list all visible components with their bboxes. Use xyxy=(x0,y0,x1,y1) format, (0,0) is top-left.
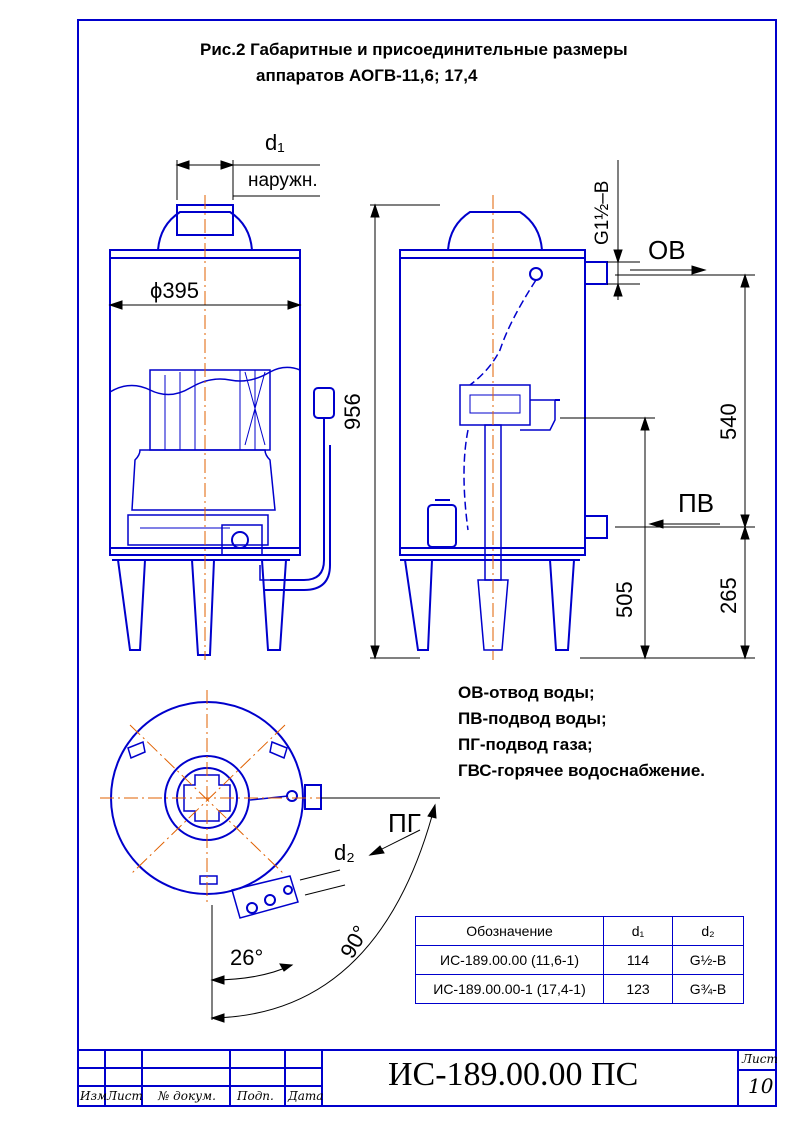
table-row: ИС-189.00.00-1 (17,4-1) 123 G¾-B xyxy=(415,974,744,1004)
table-cell: ИС-189.00.00 (11,6-1) xyxy=(415,945,604,975)
sheet-frame xyxy=(77,19,777,1107)
table-cell: ИС-189.00.00-1 (17,4-1) xyxy=(415,974,604,1004)
thread-top-label: G1½–B xyxy=(592,180,613,245)
dim-540-label: 540 xyxy=(716,403,741,440)
table-header-cell: Обозначение xyxy=(415,916,604,946)
table-header-row: Обозначение d₁ d₂ xyxy=(415,916,744,946)
stamp-col-label: Изм xyxy=(80,1089,107,1103)
drawing-title-line2: аппаратов АОГВ-11,6; 17,4 xyxy=(256,66,478,85)
angle-26-label: 26° xyxy=(230,945,264,970)
side-view xyxy=(399,211,608,651)
pg-label: ПГ xyxy=(388,808,421,838)
stamp-col-label: Дата xyxy=(288,1089,324,1103)
top-dimensions xyxy=(210,797,440,1023)
table-row: ИС-189.00.00 (11,6-1) 114 G½-B xyxy=(415,945,744,975)
stamp-col-label: Подп. xyxy=(237,1089,274,1103)
d2-label: d₂ xyxy=(334,840,355,865)
sheet-label: Лист xyxy=(742,1052,778,1066)
table-cell: 123 xyxy=(603,974,673,1004)
legend-item: ГВС-горячее водоснабжение. xyxy=(458,761,705,780)
sheet-number: 10 xyxy=(748,1074,774,1098)
legend-item: ПГ-подвод газа; xyxy=(458,735,593,754)
table-header-cell: d₂ xyxy=(672,916,744,946)
legend-item: ОВ-отвод воды; xyxy=(458,683,595,702)
document-number: ИС-189.00.00 ПС xyxy=(388,1056,639,1093)
top-view xyxy=(110,701,322,919)
drawing-title-line1: Рис.2 Габаритные и присоединительные раз… xyxy=(200,40,628,59)
stamp-col-label: Лист xyxy=(107,1089,143,1103)
dim-265-label: 265 xyxy=(716,577,741,614)
ov-label: ОВ xyxy=(648,235,686,265)
dimensions-table: Обозначение d₁ d₂ ИС-189.00.00 (11,6-1) … xyxy=(415,916,744,1004)
table-cell: G½-B xyxy=(672,945,744,975)
d1-note-label: наружн. xyxy=(248,170,318,191)
height-label: 956 xyxy=(340,393,365,430)
pv-label: ПВ xyxy=(678,488,715,518)
front-view xyxy=(109,204,335,656)
d1-dimension xyxy=(175,160,320,200)
height-dimension xyxy=(370,203,440,660)
diameter-label: ϕ395 xyxy=(150,278,200,303)
table-cell: 114 xyxy=(603,945,673,975)
diameter-dimension xyxy=(108,300,302,310)
stamp-col-label: № докум. xyxy=(158,1089,216,1103)
title-block xyxy=(78,1049,776,1106)
side-dimensions xyxy=(560,160,755,660)
top-axes xyxy=(100,690,320,905)
legend-item: ПВ-подвод воды; xyxy=(458,709,607,728)
table-header-cell: d₁ xyxy=(603,916,673,946)
table-cell: G¾-B xyxy=(672,974,744,1004)
dim-505-label: 505 xyxy=(612,581,637,618)
d1-label: d₁ xyxy=(265,130,285,155)
